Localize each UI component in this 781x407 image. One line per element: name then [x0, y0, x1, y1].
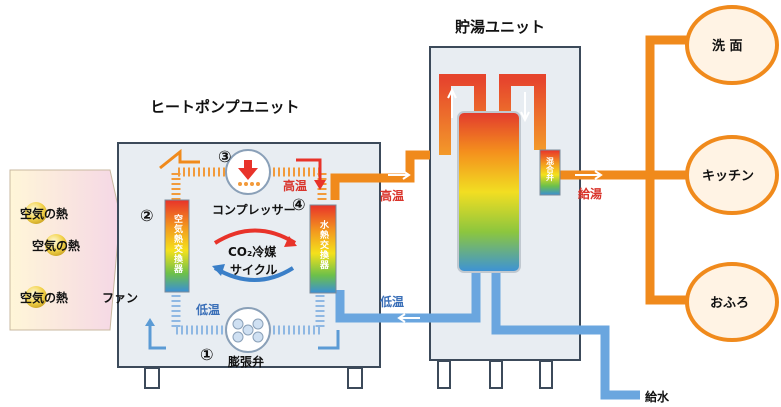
water-heat-exchanger	[309, 204, 337, 294]
compressor-label: コンプレッサー	[212, 202, 296, 217]
air-heat-label-3: 空気の熱	[20, 290, 68, 305]
step-2-label: ②	[140, 206, 154, 225]
storage-tank	[457, 111, 521, 273]
cycle-label-line2: サイクル	[230, 263, 277, 277]
step-4-label: ④	[292, 195, 306, 214]
pipe-high-temp-label: 高温	[380, 188, 404, 203]
cycle-label-line1: CO₂冷媒	[228, 244, 277, 259]
fan-label: ファン	[102, 291, 138, 305]
cycle-arrow-top-icon	[213, 228, 297, 245]
outlet-bath	[685, 262, 779, 342]
outlet-washbasin-label: 洗 面	[712, 38, 743, 54]
refrigerant-high-temp-label: 高温	[283, 178, 307, 193]
air-heat-ball-icon	[25, 202, 47, 224]
hot-supply-label: 給湯	[578, 186, 602, 201]
outlet-kitchen	[685, 135, 779, 215]
hot-pipes	[330, 35, 690, 305]
refrigerant-cycle-cold	[171, 290, 325, 335]
outlet-bubbles	[685, 5, 779, 342]
mixing-valve	[539, 149, 561, 196]
flow-arrow-icon	[159, 148, 200, 170]
cycle-arrow-bottom-icon	[213, 266, 295, 282]
mixing-valve-label: 混合弁	[545, 156, 555, 182]
outlet-bath-label: おふろ	[710, 296, 749, 311]
air-heat-exchanger	[164, 199, 190, 293]
tank-hot-loop	[439, 74, 546, 155]
tank-unit-title: 貯湯ユニット	[455, 18, 545, 36]
outlet-kitchen-label: キッチン	[702, 169, 754, 184]
heat-pump-unit-title: ヒートポンプユニット	[150, 98, 300, 116]
water-heat-exchanger-label: 水熱交換器	[318, 219, 330, 270]
step-3-label: ③	[218, 147, 232, 166]
air-heat-ball-icon	[45, 234, 67, 256]
step-1-label: ①	[200, 345, 214, 364]
air-heat-exchanger-label: 空気熱交換器	[172, 213, 184, 274]
water-supply-label: 給水	[645, 389, 670, 404]
refrigerant-low-temp-label: 低温	[195, 302, 220, 317]
outlet-washbasin	[685, 5, 779, 85]
expansion-valve-label: 膨張弁	[227, 354, 264, 369]
air-heat-label-1: 空気の熱	[20, 206, 68, 221]
air-heat-label-2: 空気の熱	[32, 238, 80, 253]
compressor	[225, 149, 271, 195]
air-source-panel	[9, 169, 121, 331]
air-heat-ball-icon	[25, 286, 47, 308]
pipe-low-temp-label: 低温	[379, 294, 404, 309]
expansion-valve	[225, 307, 271, 353]
